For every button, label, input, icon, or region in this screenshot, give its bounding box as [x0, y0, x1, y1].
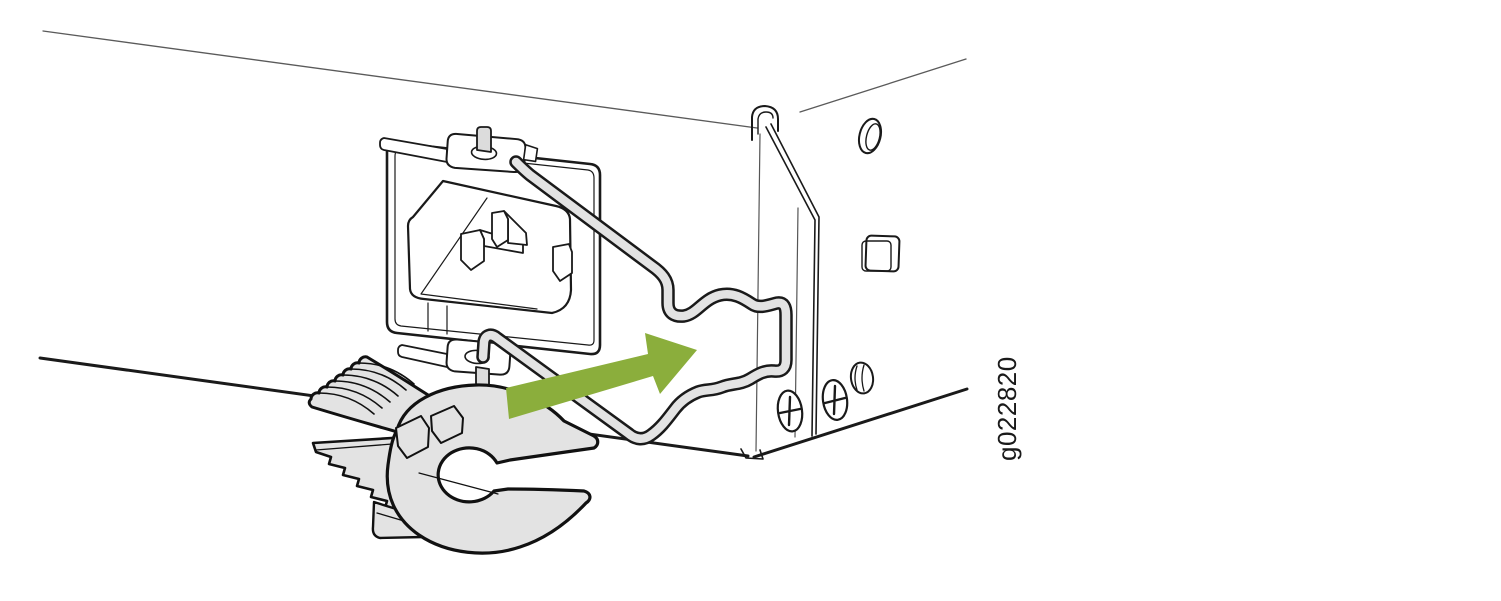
inlet-pins [460, 210, 573, 282]
corner-chamfer-edge-inner [770, 123, 820, 435]
corner-chamfer-edge-outer [765, 126, 816, 437]
power-cord-retainer-clip [307, 355, 600, 555]
rear-panel-right-edge [755, 133, 761, 452]
inlet-plate-bevel [394, 149, 595, 346]
screw-b-icon [821, 379, 849, 421]
corner-hook-bracket-inner [757, 111, 774, 135]
grommet-hole-inner [854, 364, 865, 392]
corner-hook-bracket [751, 105, 779, 141]
side-panel-bottom-edge [752, 387, 969, 459]
screw-a-icon [776, 389, 804, 433]
bottom-bracket-arm [397, 344, 448, 368]
side-panel-top-edge [799, 58, 967, 113]
clip-wing-fold-line [315, 442, 406, 451]
figure-id-label: g022820 [992, 356, 1022, 461]
vent-hole-icon [857, 117, 883, 155]
clip-latch-tab-ridges [420, 405, 464, 429]
clip-head-crease-line [418, 472, 499, 495]
pin-right-front-face [552, 243, 573, 282]
bottom-corner-notch [740, 448, 764, 460]
pin-top-front-face [491, 210, 509, 248]
top-bracket [379, 126, 539, 174]
side-panel-features [776, 117, 901, 433]
clip-c-hook-head [385, 383, 600, 555]
clip-barrel-ribs [318, 362, 415, 415]
vent-hole-inner [865, 123, 881, 151]
chassis-top-edge [42, 30, 758, 129]
top-bracket-pin [476, 126, 492, 153]
insertion-direction-arrow [506, 333, 697, 419]
top-bracket-lug [522, 143, 539, 163]
bottom-bracket [397, 338, 512, 389]
ac-power-inlet [385, 141, 602, 356]
screw-b-phillips-cross [823, 384, 847, 416]
wire-body [478, 157, 791, 443]
power-cord-retainer-wire [476, 155, 793, 446]
grommet-hole-icon [849, 361, 875, 395]
top-bracket-arm [379, 137, 448, 163]
inlet-plate-mold-lines [427, 302, 448, 335]
square-cutout-inner [861, 240, 892, 272]
screw-a-phillips-cross [778, 395, 802, 427]
inlet-recess-back-wall-edges [420, 197, 538, 310]
pin-left-front-face [460, 229, 485, 271]
